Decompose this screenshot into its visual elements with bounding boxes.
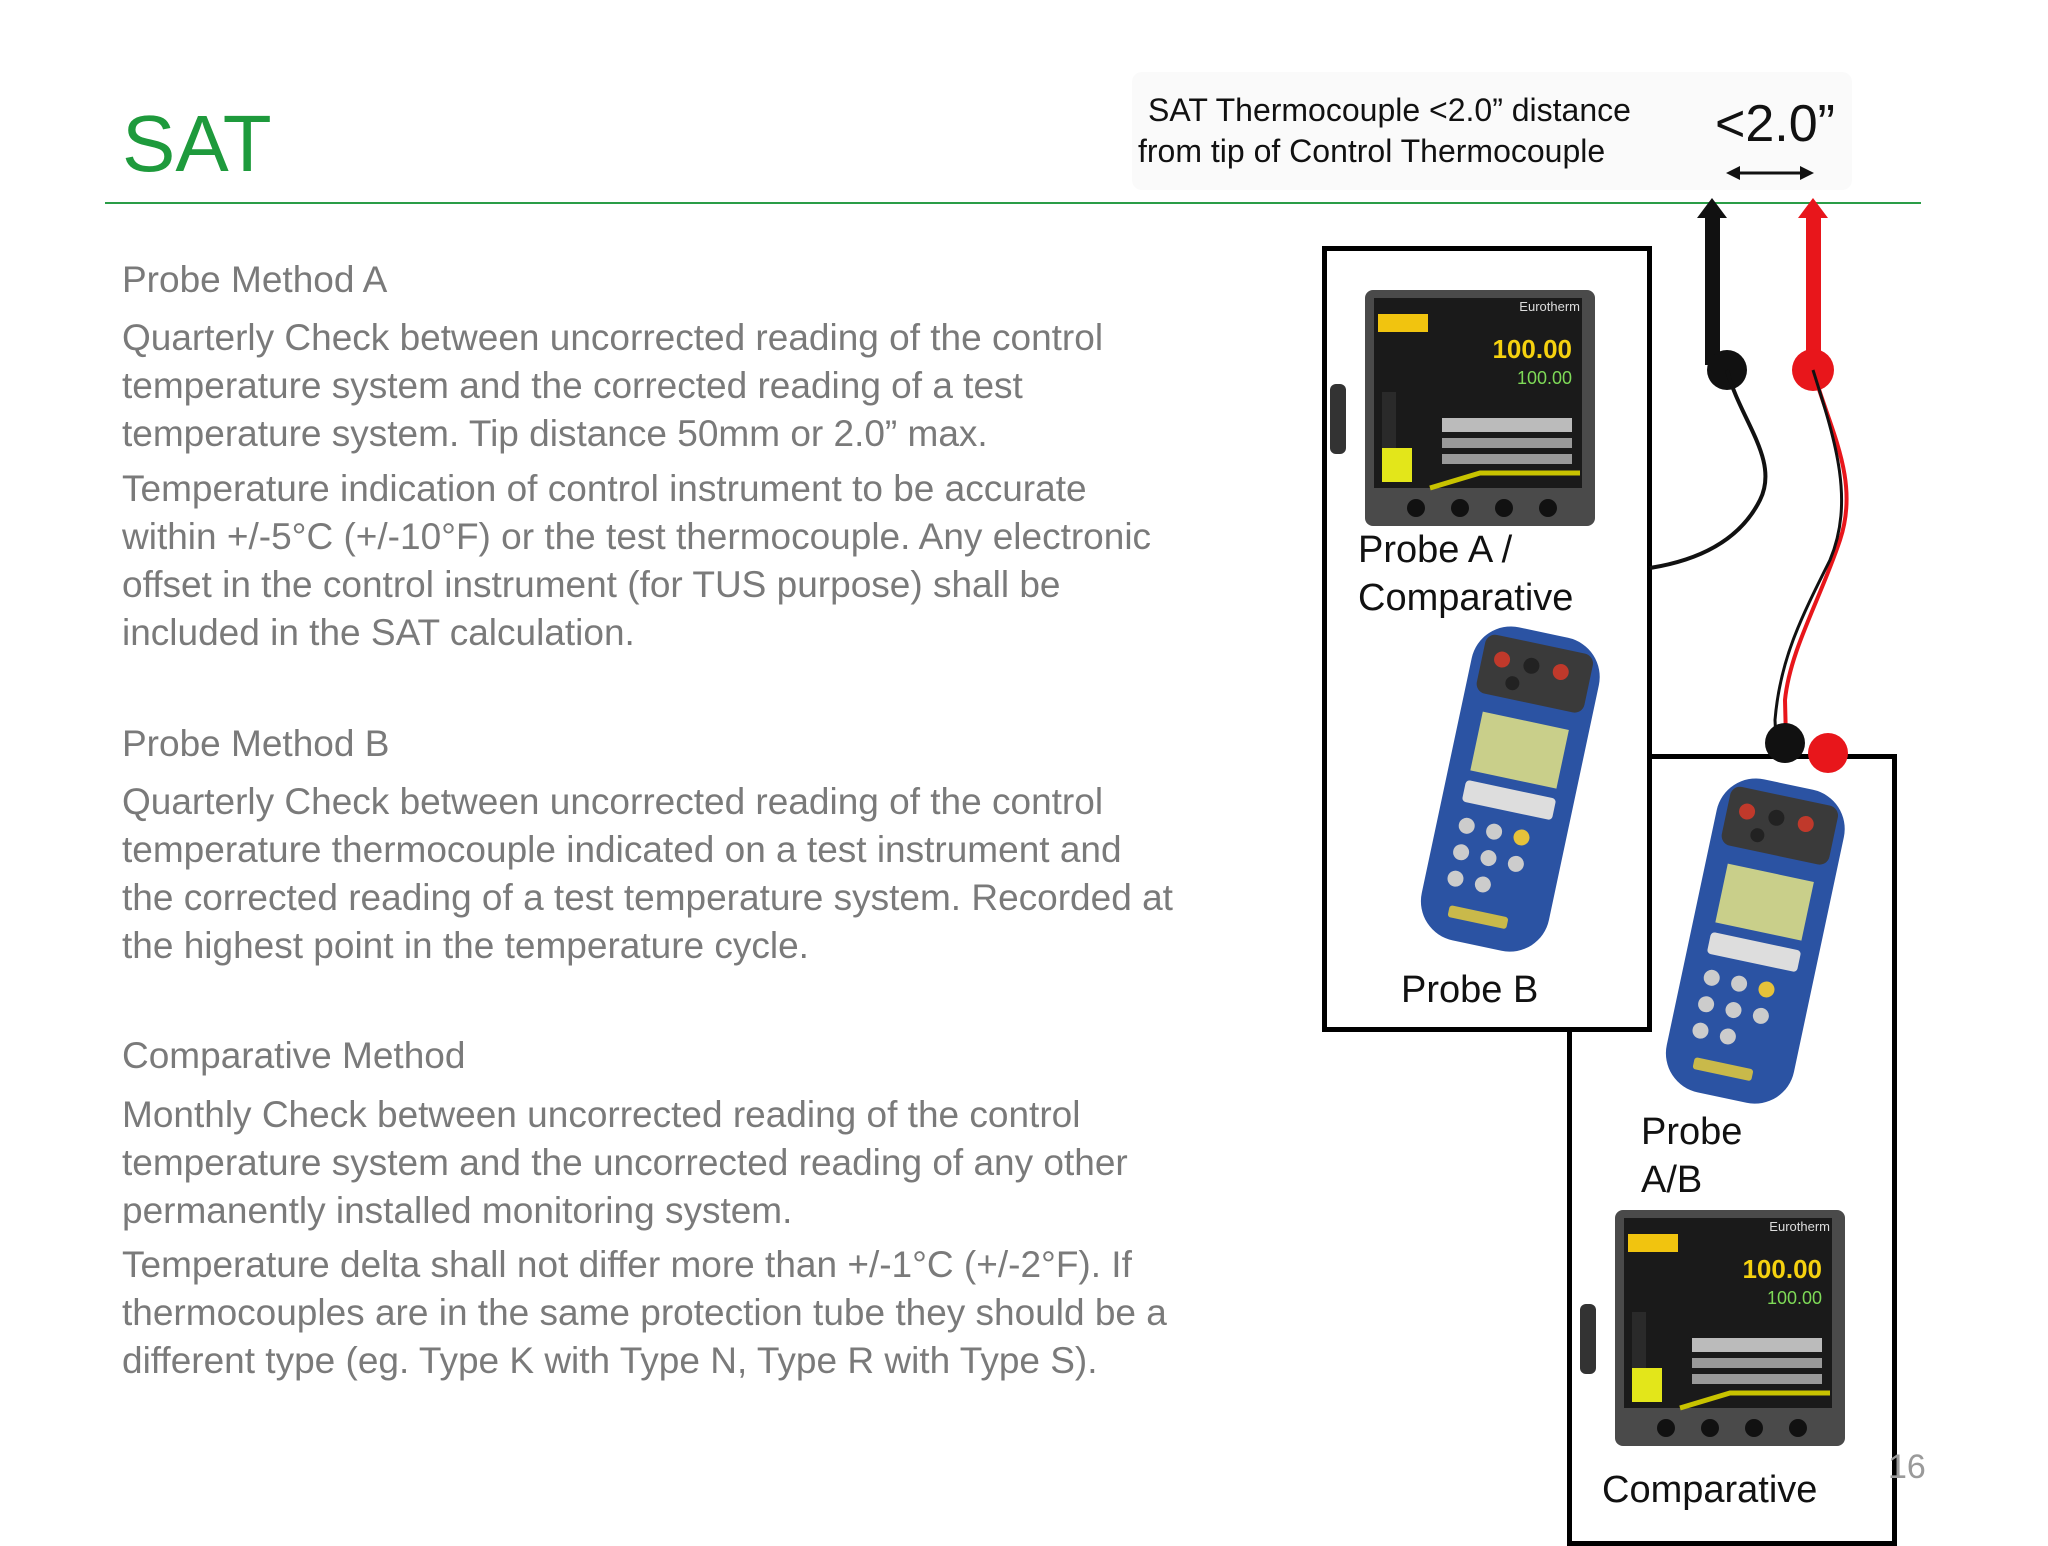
calibrator-icon: [1665, 778, 1845, 1104]
slide-title: SAT: [122, 99, 272, 188]
distance-note-line: from tip of Control Thermocouple: [1138, 133, 1606, 169]
caption-line: Probe: [1641, 1111, 1743, 1153]
text-line: permanently installed monitoring system.: [122, 1190, 793, 1231]
text-line: the corrected reading of a test temperat…: [122, 877, 1173, 918]
probe-ab-caption: Probe A/B: [1641, 1108, 1742, 1204]
text-line: temperature system and the corrected rea…: [122, 365, 1023, 406]
controller-value-main: 100.00: [1492, 334, 1572, 364]
caption-line: Probe A /: [1358, 529, 1513, 571]
text-line: the highest point in the temperature cyc…: [122, 925, 809, 966]
text-line: included in the SAT calculation.: [122, 612, 635, 653]
page-number: 16: [1888, 1448, 1926, 1486]
distance-note-line: SAT Thermocouple <2.0” distance: [1148, 92, 1631, 128]
probe-b-paragraph-1: Quarterly Check between uncorrected read…: [122, 778, 1173, 970]
calibrator-icon: [1420, 626, 1600, 952]
probe-a-comparative-caption: Probe A / Comparative: [1358, 526, 1573, 622]
probe-a-paragraph-1: Quarterly Check between uncorrected read…: [122, 314, 1103, 458]
text-line: offset in the control instrument (for TU…: [122, 564, 1061, 605]
caption-line: A/B: [1641, 1159, 1703, 1201]
controller-icon: Eurotherm 100.00 100.00: [1580, 1210, 1845, 1446]
section-heading-probe-a: Probe Method A: [122, 259, 388, 300]
text-line: temperature system and the uncorrected r…: [122, 1142, 1128, 1183]
distance-arrow-icon: [1726, 166, 1814, 180]
sat-thermocouple-icon: [1765, 198, 1849, 773]
text-line: Monthly Check between uncorrected readin…: [122, 1094, 1081, 1135]
section-heading-comparative: Comparative Method: [122, 1035, 466, 1076]
text-line: within +/-5°C (+/-10°F) or the test ther…: [122, 516, 1152, 557]
distance-label: <2.0”: [1715, 95, 1835, 153]
text-line: Quarterly Check between uncorrected read…: [122, 317, 1104, 358]
section-heading-probe-b: Probe Method B: [122, 723, 390, 764]
text-line: Temperature indication of control instru…: [122, 468, 1087, 509]
controller-value-main: 100.00: [1742, 1254, 1822, 1284]
text-line: different type (eg. Type K with Type N, …: [122, 1340, 1098, 1381]
controller-brand: Eurotherm: [1769, 1219, 1830, 1234]
probe-a-paragraph-2: Temperature indication of control instru…: [122, 465, 1151, 657]
text-line: temperature system. Tip distance 50mm or…: [122, 413, 988, 454]
comparative-paragraph-1: Monthly Check between uncorrected readin…: [122, 1091, 1128, 1235]
title-divider: [105, 202, 1921, 204]
comparative-paragraph-2: Temperature delta shall not differ more …: [122, 1241, 1167, 1385]
controller-value-sub: 100.00: [1517, 368, 1572, 388]
comparative-caption: Comparative: [1602, 1469, 1818, 1511]
caption-line: Comparative: [1358, 577, 1574, 619]
controller-value-sub: 100.00: [1767, 1288, 1822, 1308]
text-line: Quarterly Check between uncorrected read…: [122, 781, 1104, 822]
controller-brand: Eurotherm: [1519, 299, 1580, 314]
controller-icon: Eurotherm 100.00 100.00: [1330, 290, 1595, 526]
distance-note: SAT Thermocouple <2.0” distance from tip…: [1138, 90, 1631, 172]
text-line: thermocouples are in the same protection…: [122, 1292, 1167, 1333]
text-line: temperature thermocouple indicated on a …: [122, 829, 1122, 870]
probe-b-caption: Probe B: [1401, 969, 1539, 1011]
control-thermocouple-icon: [1649, 198, 1768, 570]
text-line: Temperature delta shall not differ more …: [122, 1244, 1132, 1285]
